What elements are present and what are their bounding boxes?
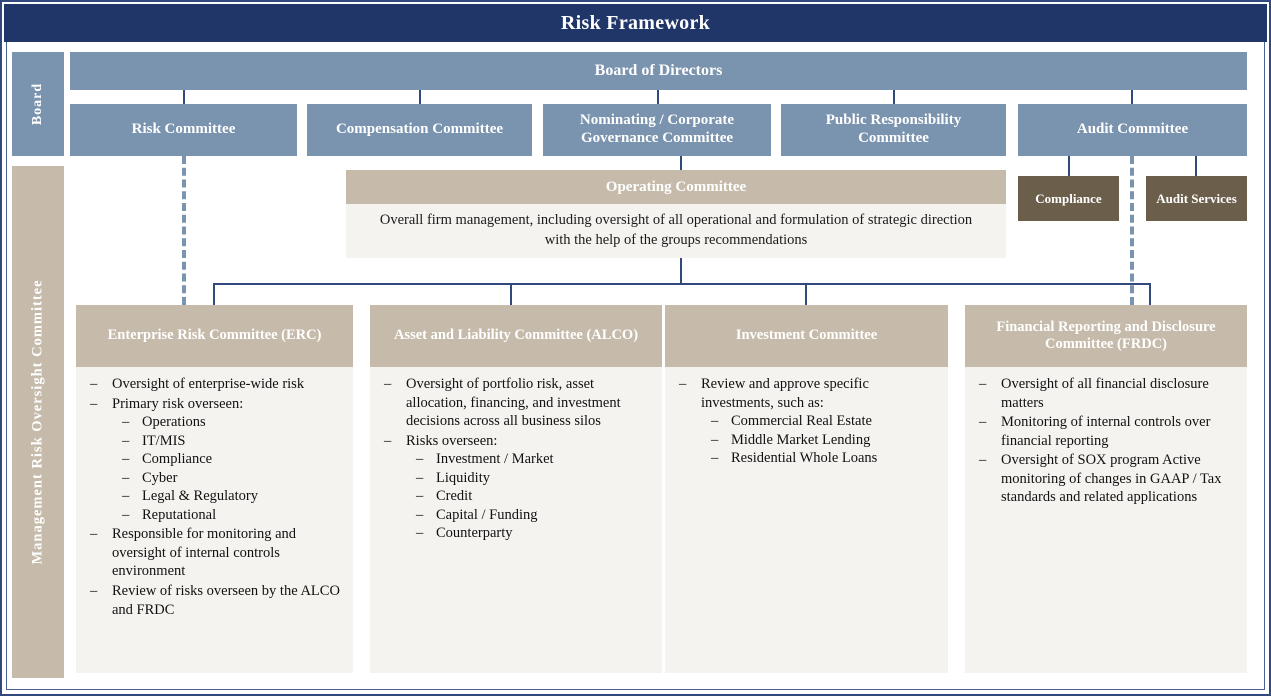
sublist-erc-risks: Operations IT/MIS Compliance Cyber Legal…: [112, 413, 345, 524]
sidebar-board-label: Board: [30, 82, 45, 126]
list-item: Primary risk overseen: Operations IT/MIS…: [82, 395, 345, 525]
list-item: Liquidity: [406, 469, 654, 488]
list-item-text: Oversight of portfolio risk, asset alloc…: [406, 376, 621, 430]
connector-nominating-to-operating-committee: [680, 156, 682, 170]
list-item-text: Monitoring of internal controls over fin…: [1001, 414, 1211, 449]
list-item-text: Review and approve specific investments,…: [701, 376, 869, 411]
committee-nominating-corporate-governance[interactable]: Nominating / Corporate Governance Commit…: [543, 104, 771, 156]
list-item: Responsible for monitoring and oversight…: [82, 525, 345, 581]
committee-public-responsibility[interactable]: Public Responsibility Committee: [781, 104, 1006, 156]
sublist-investment-types: Commercial Real Estate Middle Market Len…: [701, 412, 940, 468]
committee-risk[interactable]: Risk Committee: [70, 104, 297, 156]
connector-oc-stem: [680, 258, 682, 284]
operating-committee-description: Overall firm management, including overs…: [346, 204, 1006, 258]
list-item: Legal & Regulatory: [112, 487, 345, 506]
list-frdc: Oversight of all financial disclosure ma…: [971, 375, 1239, 507]
connector-bod-nominating: [657, 90, 659, 104]
card-financial-reporting-and-disclosure-committee[interactable]: Financial Reporting and Disclosure Commi…: [965, 305, 1247, 673]
list-item: Oversight of portfolio risk, asset alloc…: [376, 375, 654, 431]
card-title-investment: Investment Committee: [665, 305, 948, 367]
list-item-text: Oversight of all financial disclosure ma…: [1001, 376, 1209, 411]
card-body-frdc: Oversight of all financial disclosure ma…: [965, 367, 1247, 673]
list-item: Oversight of SOX program Active monitori…: [971, 451, 1239, 507]
list-item: Commercial Real Estate: [701, 412, 940, 431]
committee-compensation[interactable]: Compensation Committee: [307, 104, 532, 156]
list-item: Risks overseen: Investment / Market Liqu…: [376, 432, 654, 543]
card-body-investment: Review and approve specific investments,…: [665, 367, 948, 673]
board-of-directors-box[interactable]: Board of Directors: [70, 52, 1247, 90]
connector-bod-audit: [1131, 90, 1133, 104]
card-enterprise-risk-committee[interactable]: Enterprise Risk Committee (ERC) Oversigh…: [76, 305, 353, 673]
list-item: Operations: [112, 413, 345, 432]
list-item: Cyber: [112, 469, 345, 488]
list-item: Credit: [406, 487, 654, 506]
connector-bod-compensation: [419, 90, 421, 104]
list-alco: Oversight of portfolio risk, asset alloc…: [376, 375, 654, 543]
list-item-text: Responsible for monitoring and oversight…: [112, 526, 297, 580]
card-title-erc: Enterprise Risk Committee (ERC): [76, 305, 353, 367]
connector-oc-to-erc: [213, 283, 215, 305]
list-item: Residential Whole Loans: [701, 449, 940, 468]
sublist-alco-risks: Investment / Market Liquidity Credit Cap…: [406, 450, 654, 543]
card-body-erc: Oversight of enterprise-wide risk Primar…: [76, 367, 353, 673]
list-item-text: Oversight of SOX program Active monitori…: [1001, 452, 1222, 506]
connector-audit-services: [1195, 156, 1197, 176]
unit-compliance[interactable]: Compliance: [1018, 176, 1119, 221]
list-item-text: Review of risks overseen by the ALCO and…: [112, 583, 340, 618]
page-title: Risk Framework: [4, 4, 1267, 42]
committee-audit[interactable]: Audit Committee: [1018, 104, 1247, 156]
list-item: Oversight of all financial disclosure ma…: [971, 375, 1239, 412]
dashed-line-risk-committee-to-erc: [182, 156, 186, 305]
list-item: Oversight of enterprise-wide risk: [82, 375, 345, 394]
connector-oc-to-alco: [510, 283, 512, 305]
unit-audit-services[interactable]: Audit Services: [1146, 176, 1247, 221]
connector-oc-bus: [213, 283, 1151, 285]
list-item-text: Risks overseen:: [406, 432, 498, 449]
list-item: Middle Market Lending: [701, 431, 940, 450]
list-item: Capital / Funding: [406, 506, 654, 525]
list-item-text: Primary risk overseen:: [112, 395, 244, 412]
connector-bod-public: [893, 90, 895, 104]
list-item: Reputational: [112, 506, 345, 525]
card-title-frdc: Financial Reporting and Disclosure Commi…: [965, 305, 1247, 367]
card-body-alco: Oversight of portfolio risk, asset alloc…: [370, 367, 662, 673]
sidebar-management-risk-oversight-committee: Management Risk Oversight Committee: [12, 166, 64, 678]
connector-audit-compliance: [1068, 156, 1070, 176]
dashed-line-audit-committee-to-frdc: [1130, 156, 1134, 305]
list-erc: Oversight of enterprise-wide risk Primar…: [82, 375, 345, 619]
card-asset-and-liability-committee[interactable]: Asset and Liability Committee (ALCO) Ove…: [370, 305, 662, 673]
list-investment: Review and approve specific investments,…: [671, 375, 940, 468]
list-item: Investment / Market: [406, 450, 654, 469]
operating-committee-header[interactable]: Operating Committee: [346, 170, 1006, 204]
list-item: Review and approve specific investments,…: [671, 375, 940, 468]
sidebar-board: Board: [12, 52, 64, 156]
list-item: Review of risks overseen by the ALCO and…: [82, 582, 345, 619]
connector-bod-risk: [183, 90, 185, 104]
list-item: Monitoring of internal controls over fin…: [971, 413, 1239, 450]
list-item: Counterparty: [406, 524, 654, 543]
list-item: IT/MIS: [112, 432, 345, 451]
card-investment-committee[interactable]: Investment Committee Review and approve …: [665, 305, 948, 673]
card-title-alco: Asset and Liability Committee (ALCO): [370, 305, 662, 367]
connector-oc-to-frdc: [1149, 283, 1151, 305]
list-item: Compliance: [112, 450, 345, 469]
sidebar-management-label: Management Risk Oversight Committee: [29, 279, 46, 565]
list-item-text: Oversight of enterprise-wide risk: [112, 376, 305, 392]
connector-oc-to-investment: [805, 283, 807, 305]
